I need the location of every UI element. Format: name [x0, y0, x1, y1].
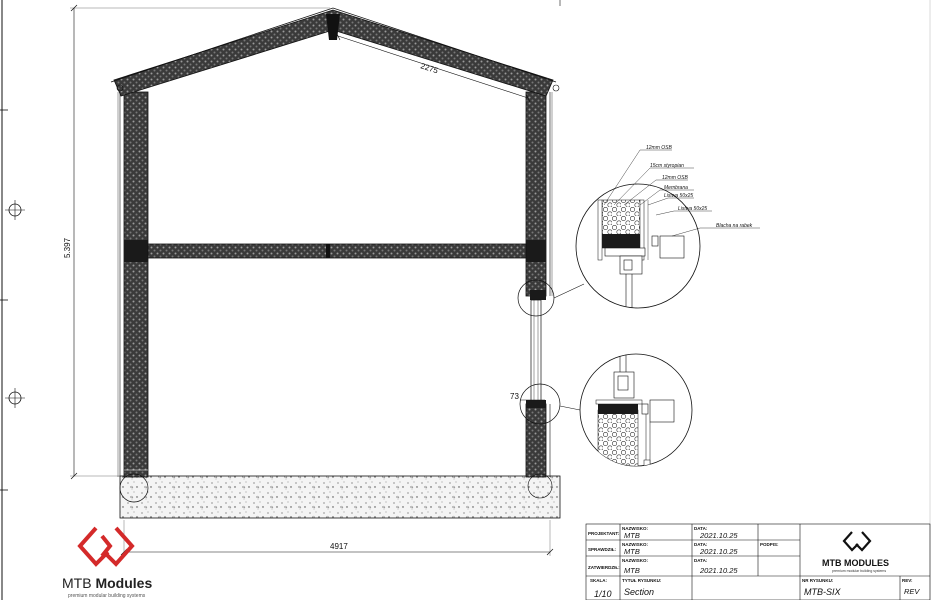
dim-sill-text: 73	[510, 392, 519, 401]
tb-name-3: MTB	[624, 566, 640, 575]
tb-date-1: 2021.10.25	[699, 531, 738, 540]
title-block-logo: MTB MODULES premium modular building sys…	[822, 531, 889, 573]
tb-label-zatwierdzil: ZATWIERDZIŁ:	[588, 565, 620, 570]
callout-foundation-right[interactable]	[527, 473, 553, 499]
tb-label-data-1: DATA:	[694, 526, 708, 531]
tb-label-nazwisko-2: NAZWISKO:	[622, 542, 648, 547]
tb-title: Section	[624, 587, 654, 597]
roof	[110, 7, 560, 97]
tb-label-nazwisko-3: NAZWISKO:	[622, 558, 648, 563]
detail-bottom	[579, 353, 693, 467]
brand-name: MTB Modules	[62, 575, 152, 591]
tb-label-rev: REV:	[902, 578, 913, 583]
dim-width-text: 4917	[330, 542, 348, 551]
tb-name-2: MTB	[624, 547, 640, 556]
registration-mark-bottom	[5, 388, 25, 408]
left-wall	[117, 91, 149, 478]
tb-name-1: MTB	[624, 531, 640, 540]
tb-label-sprawdzil: SPRAWDZIŁ:	[588, 547, 616, 552]
dim-width: 4917	[120, 520, 554, 556]
tb-label-nr: NR RYSUNKU:	[802, 578, 834, 583]
detail-label-3: Membrana	[664, 185, 688, 191]
brand-mark-small-icon	[842, 531, 872, 552]
callout-bottom[interactable]	[519, 383, 561, 425]
detail-label-2: 12mm OSB	[662, 175, 689, 181]
tb-label-data-3: DATA:	[694, 558, 708, 563]
floor-slab	[147, 243, 527, 259]
tb-label-podpis: PODPIS:	[760, 542, 779, 547]
right-wall-lower	[525, 400, 551, 478]
detail-top-leaders	[603, 149, 760, 237]
dim-height-text: 5.397	[63, 237, 72, 258]
right-wall-upper	[525, 91, 553, 300]
detail-label-5: Listwa 50x25	[678, 206, 707, 212]
tb-label-nazwisko-1: NAZWISKO:	[622, 526, 648, 531]
title-block	[585, 523, 931, 600]
detail-label-0: 12mm OSB	[646, 145, 673, 151]
detail-label-1: 15cm styropian	[650, 163, 684, 169]
tb-date-3: 2021.10.25	[699, 566, 738, 575]
detail-top: 12mm OSB 15cm styropian 12mm OSB Membran…	[575, 145, 760, 309]
brand-mark-icon	[77, 526, 135, 567]
detail-label-4: Listwa 50x25	[664, 193, 693, 199]
tb-scale: 1/10	[594, 589, 612, 599]
tb-date-2: 2021.10.25	[699, 547, 738, 556]
brand-logo: MTB Modules premium modular building sys…	[62, 526, 152, 599]
dim-rafter-text: 2275	[419, 61, 439, 75]
dim-height: 5.397	[63, 4, 330, 480]
tb-number: MTB-SIX	[804, 587, 841, 597]
dim-sill: 73	[510, 392, 545, 401]
tb-label-tytul: TYTUŁ RYSUNKU:	[622, 578, 662, 583]
tb-label-projektant: PROJEKTANT:	[588, 531, 620, 536]
tb-revision: REV	[904, 587, 920, 596]
registration-mark-top	[5, 200, 25, 220]
callout-foundation-left[interactable]	[119, 473, 149, 503]
tb-label-data-2: DATA:	[694, 542, 708, 547]
detail-label-6: Blacha na rabek	[716, 223, 753, 229]
title-block-tagline: premium modular building systems	[832, 569, 886, 573]
brand-tagline: premium modular building systems	[68, 593, 146, 599]
foundation-slab	[119, 475, 561, 519]
title-block-brand: MTB MODULES	[822, 558, 889, 568]
tb-label-skala: SKALA:	[590, 578, 607, 583]
